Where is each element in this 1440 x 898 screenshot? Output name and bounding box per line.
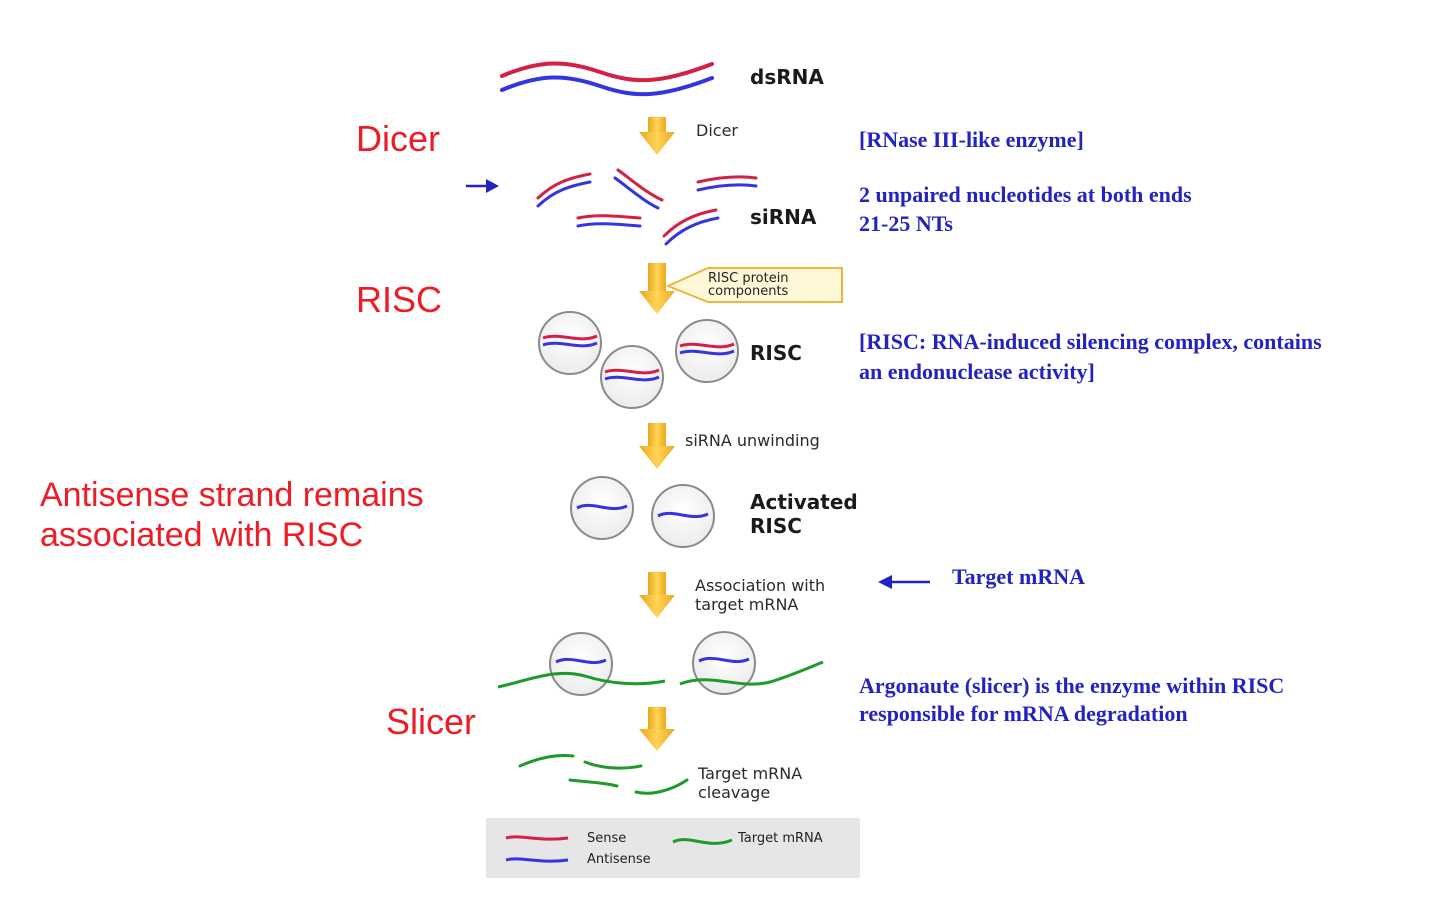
annotation-unpaired-line2: 21-25 NTs [859,211,953,236]
annotation-risc-line1: [RISC: RNA-induced silencing complex, co… [859,329,1322,354]
activated-risc-complexes [570,476,715,548]
annotation-rnase: [RNase III-like enzyme] [859,127,1084,152]
risc-components-callout [665,267,843,303]
left-label-antisense-line1: Antisense strand remains [40,476,424,514]
step-association-line1: Association with [695,576,826,595]
flow-arrow-4 [639,572,675,618]
flow-arrow-2 [639,263,675,314]
label-risc: RISC [750,341,802,365]
step-cleavage-line2: cleavage [698,783,771,802]
annotation-risc-line2: an endonuclease activity] [859,359,1095,384]
cleaved-mrna-fragments [518,754,689,795]
step-unwinding: siRNA unwinding [685,431,820,450]
dsrna-strands [500,61,714,97]
legend-target-swatch [672,838,733,845]
risc-complexes [538,311,739,409]
legend [486,818,860,878]
flow-arrow-1 [639,117,675,155]
target-mrna-pointer-arrow [878,575,930,589]
label-dsrna: dsRNA [750,65,824,89]
left-label-risc: RISC [356,279,443,320]
annotation-argonaute-line1: Argonaute (slicer) is the enzyme within … [859,673,1285,698]
step-association-line2: target mRNA [695,595,799,614]
step-dicer: Dicer [696,121,738,140]
sirna-duplexes [536,168,758,246]
annotation-target-mrna: Target mRNA [952,564,1085,589]
legend-antisense-swatch [505,857,569,863]
annotation-argonaute-line2: responsible for mRNA degradation [859,701,1188,726]
label-sirna: siRNA [750,205,817,229]
left-label-dicer: Dicer [356,118,441,159]
annotation-unpaired-line1: 2 unpaired nucleotides at both ends [859,182,1192,207]
left-label-antisense-line2: associated with RISC [40,516,364,554]
legend-antisense-label: Antisense [587,852,651,867]
label-activated-line1: Activated [750,490,858,514]
flow-arrow-3 [639,423,675,469]
step-risc-components-line2: components [708,284,789,299]
step-cleavage-line1: Target mRNA [698,764,803,783]
label-activated-line2: RISC [750,514,802,538]
risc-target-association [497,631,824,696]
legend-sense-swatch [505,835,569,841]
legend-target-label: Target mRNA [738,831,823,846]
legend-sense-label: Sense [587,831,627,846]
left-label-slicer: Slicer [386,701,477,742]
flow-arrow-5 [639,707,675,751]
step-risc-components-line1: RISC protein [708,271,789,286]
sirna-pointer-arrow [466,179,499,193]
